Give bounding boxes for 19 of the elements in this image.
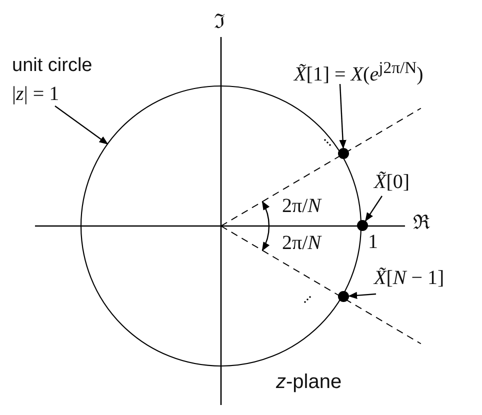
angle-label: 2π/N <box>282 196 321 216</box>
math-label: X̃[1] = X(e$^{j2π/N}$) <box>294 60 424 85</box>
tick-label: 1 <box>368 232 378 252</box>
math-label: |z| = 1 <box>12 84 60 104</box>
point-dot <box>338 148 349 159</box>
leader-arrow <box>365 196 382 222</box>
leader-arrow <box>348 292 376 300</box>
plane-label: z-plane <box>276 372 342 392</box>
callout-text: unit circle <box>12 56 92 75</box>
math-label: X̃[0] <box>374 172 410 192</box>
axis-label: ℑ <box>214 12 225 32</box>
unit-circle <box>81 86 361 366</box>
leader-arrow <box>54 106 108 144</box>
axis-label: ℜ <box>413 213 430 233</box>
math-label: X̃[N − 1] <box>374 268 444 288</box>
angle-label: 2π/N <box>282 233 321 253</box>
leader-arrow <box>339 84 346 149</box>
point-dot <box>338 291 349 302</box>
point-dot <box>357 220 368 231</box>
